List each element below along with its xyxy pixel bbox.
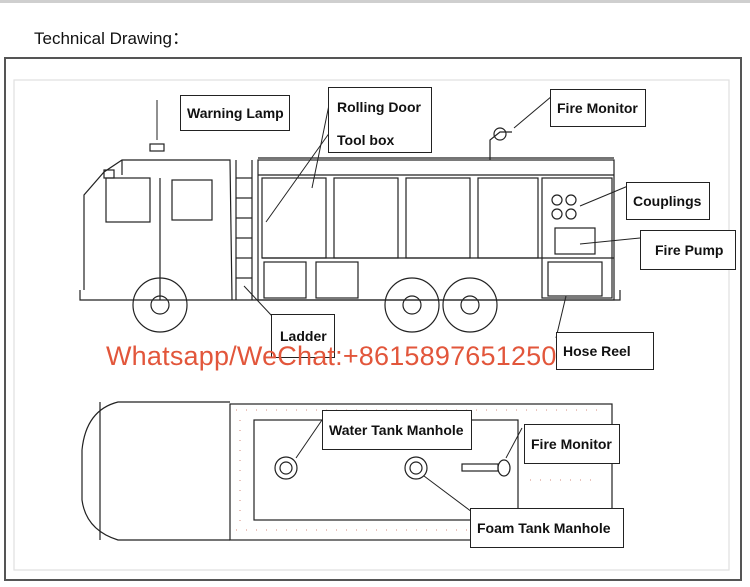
label-fire-monitor-side: Fire Monitor (550, 89, 646, 127)
label-couplings: Couplings (626, 182, 710, 220)
label-tool-box: Tool box (337, 132, 395, 148)
label-hose-reel: Hose Reel (556, 332, 654, 370)
label-rolling-door-group (328, 87, 432, 153)
side-view-truck (79, 127, 621, 333)
label-fire-pump: Fire Pump (640, 230, 736, 270)
label-fire-monitor-top: Fire Monitor (524, 424, 620, 464)
label-ladder: Ladder (271, 314, 335, 358)
contact-watermark: Whatsapp/WeChat:+8615897651250 (106, 341, 557, 371)
drawing-frame (4, 57, 742, 581)
top-divider (0, 0, 750, 3)
label-warning-lamp: Warning Lamp (180, 95, 290, 131)
label-rolling-door: Rolling Door (337, 99, 421, 115)
page-title: Technical Drawing： (34, 29, 189, 48)
label-foam-tank-manhole: Foam Tank Manhole (470, 508, 624, 548)
label-water-tank-manhole: Water Tank Manhole (322, 410, 472, 450)
